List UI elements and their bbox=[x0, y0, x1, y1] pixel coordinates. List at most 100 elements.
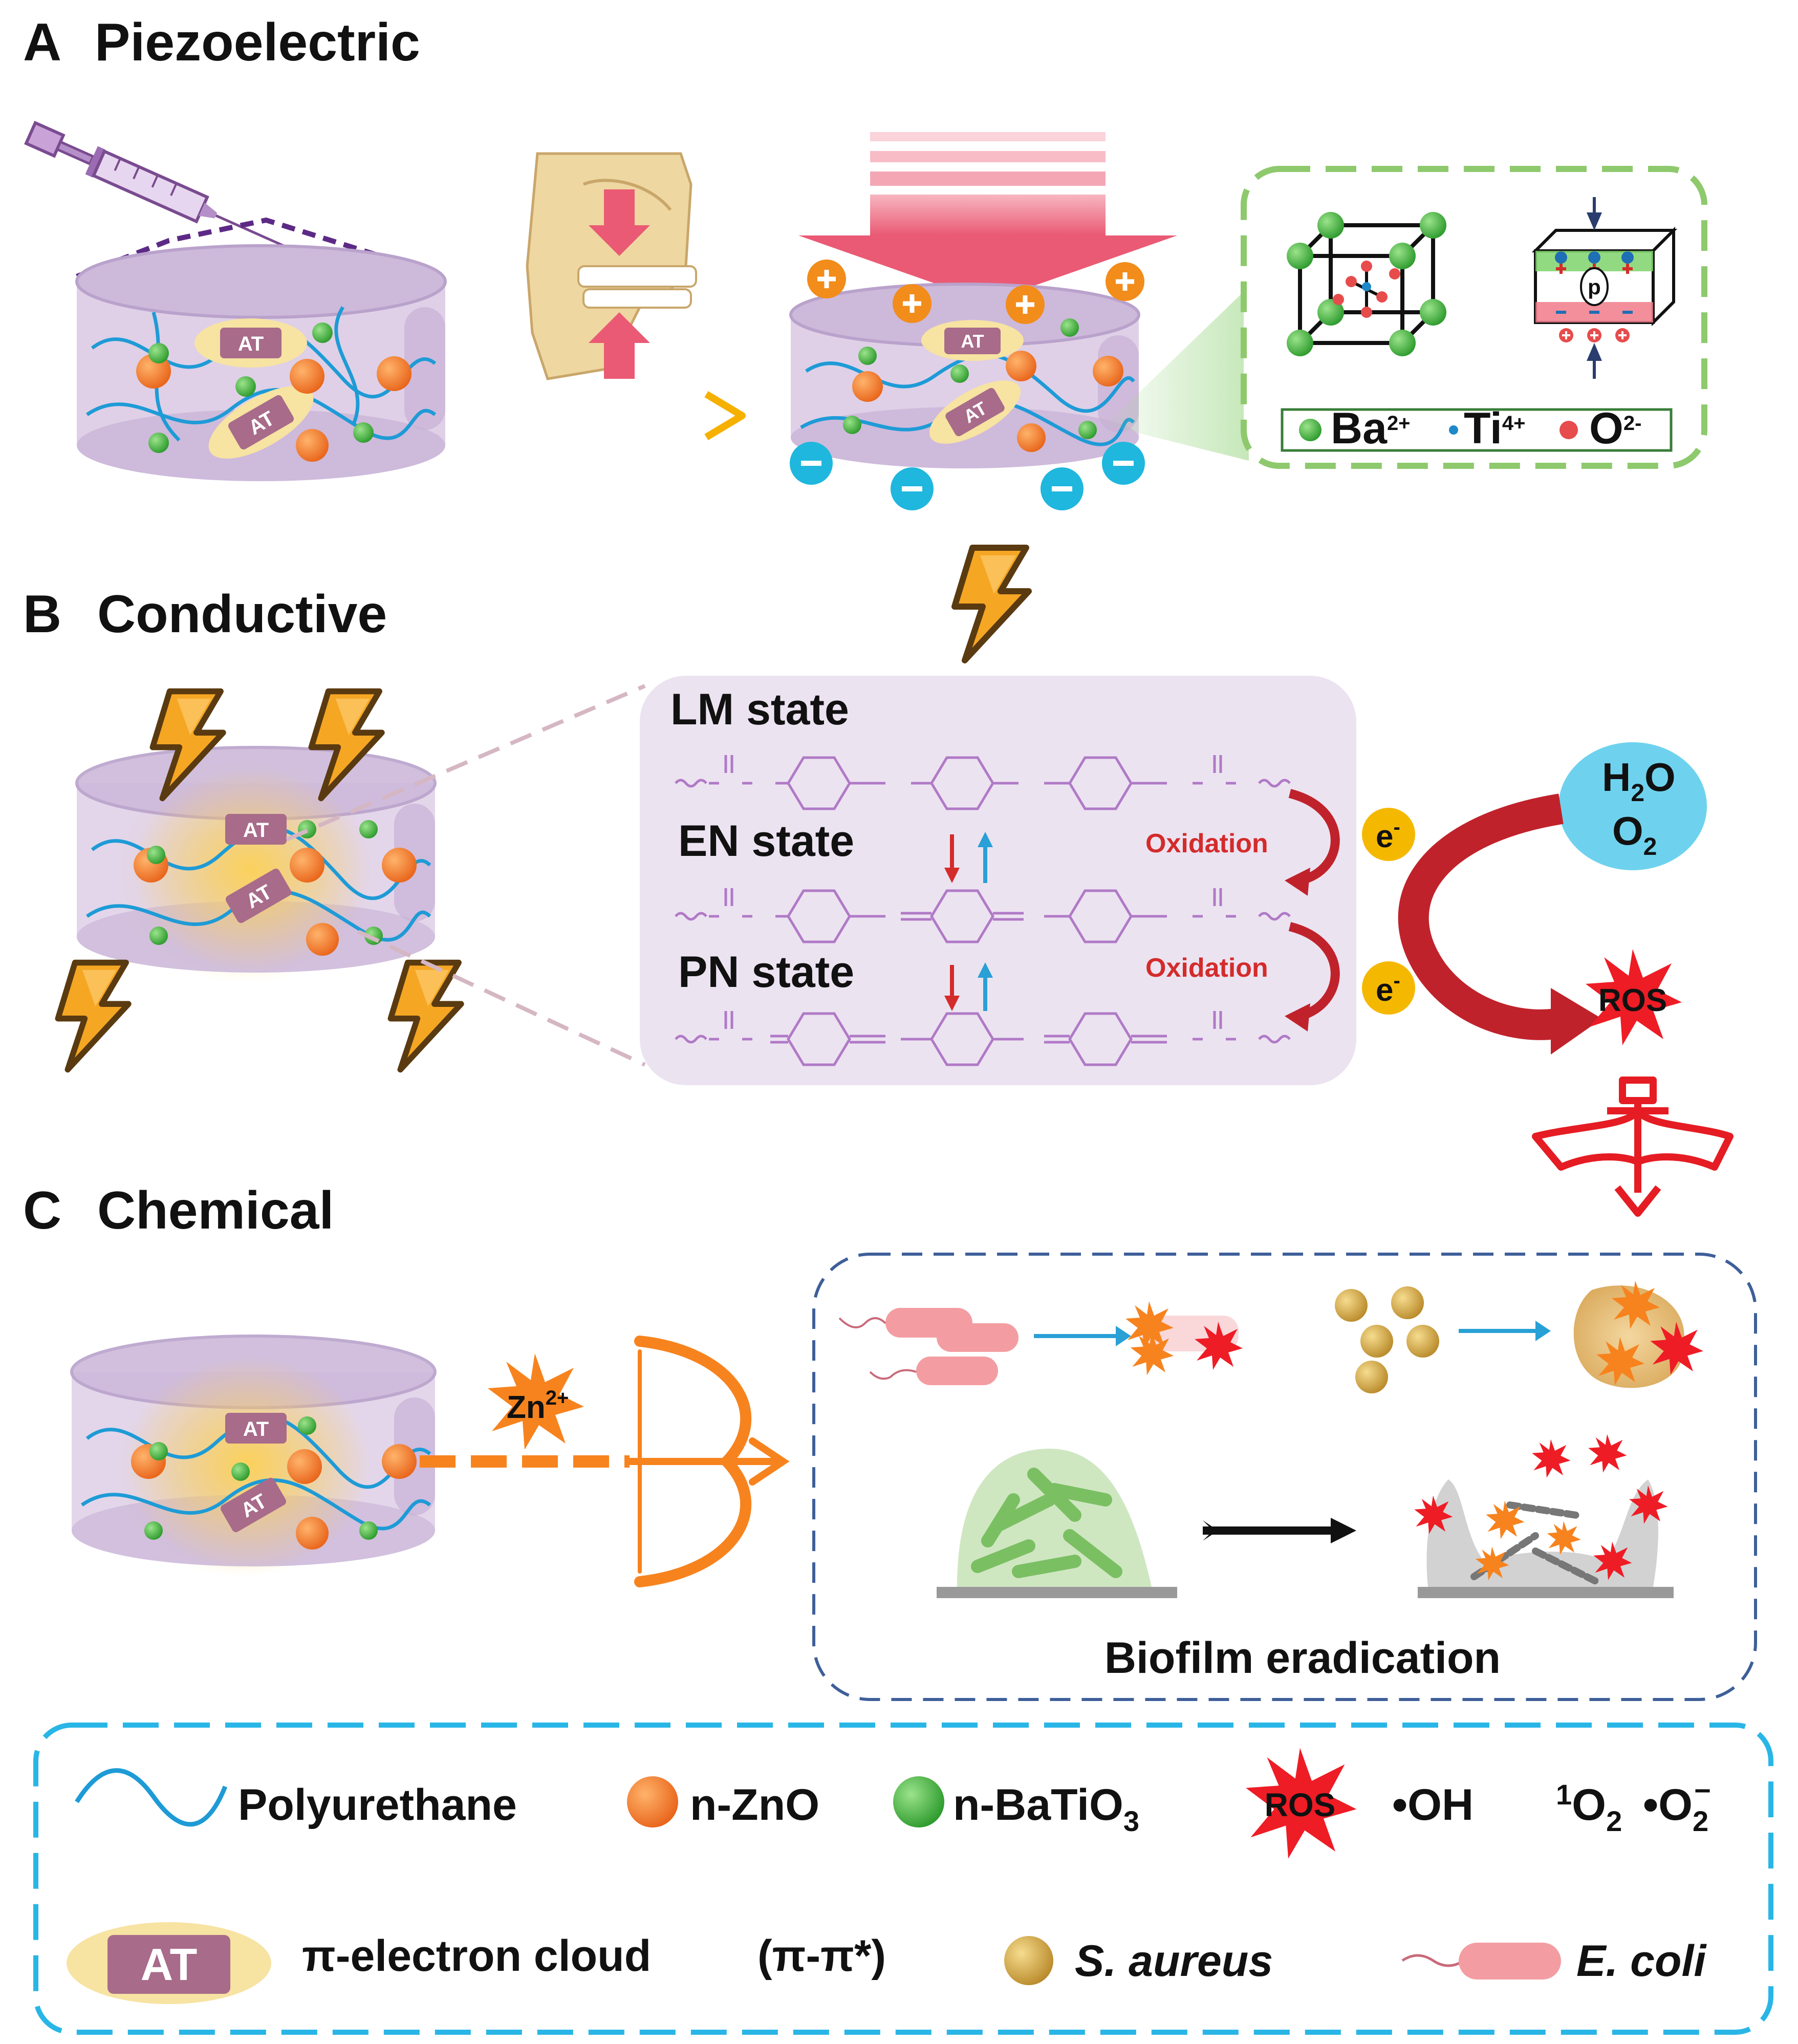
at-label: AT bbox=[238, 333, 264, 355]
at-block bbox=[220, 328, 281, 358]
state-switch-arrows bbox=[944, 832, 993, 1011]
saureus-cluster bbox=[1335, 1286, 1439, 1393]
section-a-title: Piezoelectric bbox=[95, 13, 420, 72]
zno-icon bbox=[627, 1776, 678, 1827]
lightning-icon bbox=[58, 963, 128, 1070]
svg-text:AT: AT bbox=[141, 1939, 198, 1990]
scaffold-a: AT AT bbox=[75, 244, 447, 481]
scaffold-b: AT AT bbox=[75, 746, 437, 973]
at-block bbox=[225, 1413, 287, 1444]
biofilm-intact bbox=[937, 1449, 1177, 1598]
legend-singlet-oxygen: 1O2 bbox=[1556, 1778, 1622, 1837]
svg-text:Ba2+: Ba2+ bbox=[1331, 404, 1411, 453]
ion-ti: Ti bbox=[1464, 404, 1502, 453]
electron-badge: e- bbox=[1362, 808, 1415, 861]
legend-pi-cloud: π-electron cloud bbox=[302, 1931, 651, 1981]
ion-ba: Ba bbox=[1331, 404, 1388, 453]
saureus-killed bbox=[1573, 1281, 1703, 1388]
polarized-cell: p bbox=[1531, 197, 1678, 379]
legend-zno: n-ZnO bbox=[690, 1780, 819, 1830]
at-block bbox=[944, 328, 1001, 354]
eradication-arrow bbox=[1203, 1518, 1356, 1543]
positive-charges bbox=[807, 260, 1144, 324]
svg-text:H2O: H2O bbox=[1602, 755, 1676, 807]
state-pn: PN state bbox=[678, 948, 854, 997]
at-label: AT bbox=[961, 331, 984, 352]
legend-saureus: S. aureus bbox=[1075, 1937, 1273, 1986]
biofilm-eradicated bbox=[1414, 1434, 1674, 1598]
section-a-letter: A bbox=[23, 13, 61, 72]
at-block bbox=[225, 814, 287, 845]
section-b-header: B Conductive bbox=[23, 585, 387, 644]
chain-pn bbox=[675, 1011, 1291, 1066]
saureus-icon bbox=[1004, 1936, 1053, 1985]
svg-text:ROS: ROS bbox=[1265, 1787, 1336, 1823]
negative-charges bbox=[790, 442, 1145, 510]
at-block bbox=[220, 1477, 287, 1533]
ion-o-charge: 2- bbox=[1623, 412, 1642, 435]
at-block bbox=[225, 868, 292, 923]
syringe-icon bbox=[24, 120, 293, 251]
svg-text:O2-: O2- bbox=[1589, 404, 1641, 453]
section-b-title: Conductive bbox=[97, 585, 387, 644]
ion-ti-charge: 4+ bbox=[1502, 412, 1526, 435]
state-en: EN state bbox=[678, 816, 854, 866]
ecoli-killed bbox=[1125, 1301, 1243, 1375]
at-block bbox=[945, 388, 1005, 437]
batio-icon bbox=[893, 1776, 944, 1827]
oxidation-label: Oxidation bbox=[1145, 829, 1268, 858]
oxidation-label: Oxidation bbox=[1145, 953, 1268, 983]
bow-icon bbox=[626, 1336, 790, 1587]
section-c-letter: C bbox=[23, 1181, 61, 1240]
section-c-title: Chemical bbox=[97, 1181, 334, 1240]
legend-panel bbox=[33, 1723, 1773, 2035]
svg-text:ROS: ROS bbox=[1598, 983, 1667, 1018]
section-a-header: A Piezoelectric bbox=[23, 13, 420, 72]
polarization-label: p bbox=[1588, 275, 1601, 299]
zoom-cone bbox=[1106, 287, 1249, 461]
at-label: AT bbox=[243, 819, 269, 842]
at-label: AT bbox=[243, 1418, 269, 1440]
legend-polyurethane: Polyurethane bbox=[238, 1780, 517, 1830]
ros-legend-icon: ROS bbox=[1246, 1748, 1357, 1859]
chain-en bbox=[675, 888, 1291, 943]
legend-pi-transition: (π-π*) bbox=[757, 1931, 886, 1981]
ion-o: O bbox=[1589, 404, 1623, 453]
polyurethane-icon bbox=[75, 1768, 228, 1827]
ecoli-icon bbox=[1401, 1943, 1561, 1980]
lightning-icon bbox=[955, 548, 1029, 660]
perovskite-unit-cell bbox=[1287, 212, 1446, 356]
ion-ba-charge: 2+ bbox=[1387, 412, 1411, 435]
ros-burst: ROS bbox=[1586, 949, 1682, 1045]
state-lm: LM state bbox=[670, 685, 849, 734]
svg-text:Zn2+: Zn2+ bbox=[507, 1387, 569, 1425]
jaw-compression-icon bbox=[526, 152, 697, 380]
biofilm-label: Biofilm eradication bbox=[1104, 1633, 1501, 1683]
electron-badge: e- bbox=[1362, 961, 1415, 1015]
ecoli-cluster bbox=[838, 1308, 1019, 1385]
legend-oh: •OH bbox=[1392, 1780, 1474, 1830]
pressure-arrow bbox=[798, 132, 1177, 302]
crossbow-icon bbox=[1532, 1077, 1734, 1217]
svg-text:O2: O2 bbox=[1612, 808, 1657, 860]
at-block bbox=[228, 395, 294, 450]
legend-ecoli: E. coli bbox=[1576, 1937, 1707, 1986]
zinc-ion-burst: Zn2+ bbox=[488, 1353, 584, 1450]
reactants-bubble: H2O O2 bbox=[1558, 742, 1707, 870]
lightning-icon bbox=[391, 963, 461, 1070]
scaffold-a-compressed: AT AT bbox=[789, 283, 1140, 468]
chain-lm bbox=[675, 755, 1291, 810]
svg-text:e-: e- bbox=[1376, 816, 1400, 854]
section-c-header: C Chemical bbox=[23, 1181, 334, 1240]
ros-arrow bbox=[1551, 988, 1602, 1055]
polyaniline-panel bbox=[640, 676, 1356, 1085]
legend-superoxide: •O2− bbox=[1643, 1774, 1711, 1837]
svg-text:Ti4+: Ti4+ bbox=[1464, 404, 1525, 453]
at-legend-icon: AT bbox=[67, 1922, 271, 2004]
legend-batio: n-BaTiO3 bbox=[953, 1780, 1139, 1837]
svg-text:e-: e- bbox=[1376, 970, 1400, 1008]
section-b-letter: B bbox=[23, 585, 61, 644]
ion-legend: Ba2+ Ti4+ O2- bbox=[1281, 404, 1673, 453]
scaffold-c: AT AT bbox=[70, 1335, 437, 1572]
